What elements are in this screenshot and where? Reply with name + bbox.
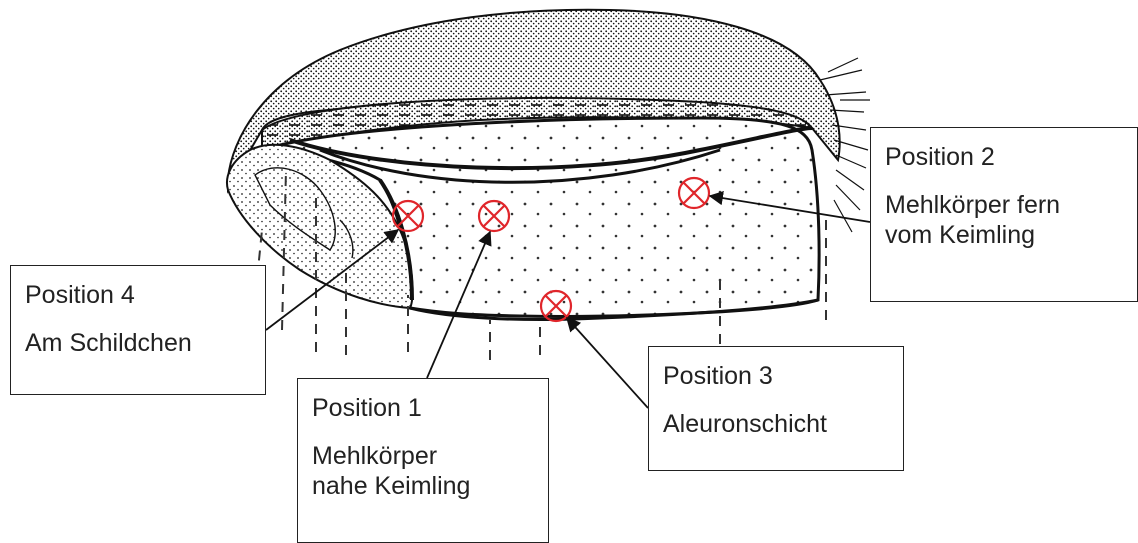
leader-position-3 xyxy=(567,318,648,408)
label-position-1: Position 1 Mehlkörper nahe Keimling xyxy=(297,378,549,543)
label-position-3-line1: Aleuronschicht xyxy=(663,409,889,439)
label-position-1-line2: nahe Keimling xyxy=(312,471,534,501)
label-position-4: Position 4 Am Schildchen xyxy=(10,265,266,395)
label-position-2-title: Position 2 xyxy=(885,142,1123,172)
label-position-2-line2: vom Keimling xyxy=(885,220,1123,250)
label-position-1-line1: Mehlkörper xyxy=(312,441,534,471)
label-position-4-line1: Am Schildchen xyxy=(25,328,251,358)
label-position-4-title: Position 4 xyxy=(25,280,251,310)
label-position-1-title: Position 1 xyxy=(312,393,534,423)
label-position-2-line1: Mehlkörper fern xyxy=(885,190,1123,220)
label-position-3-title: Position 3 xyxy=(663,361,889,391)
label-position-3: Position 3 Aleuronschicht xyxy=(648,346,904,471)
label-position-2: Position 2 Mehlkörper fern vom Keimling xyxy=(870,127,1138,302)
